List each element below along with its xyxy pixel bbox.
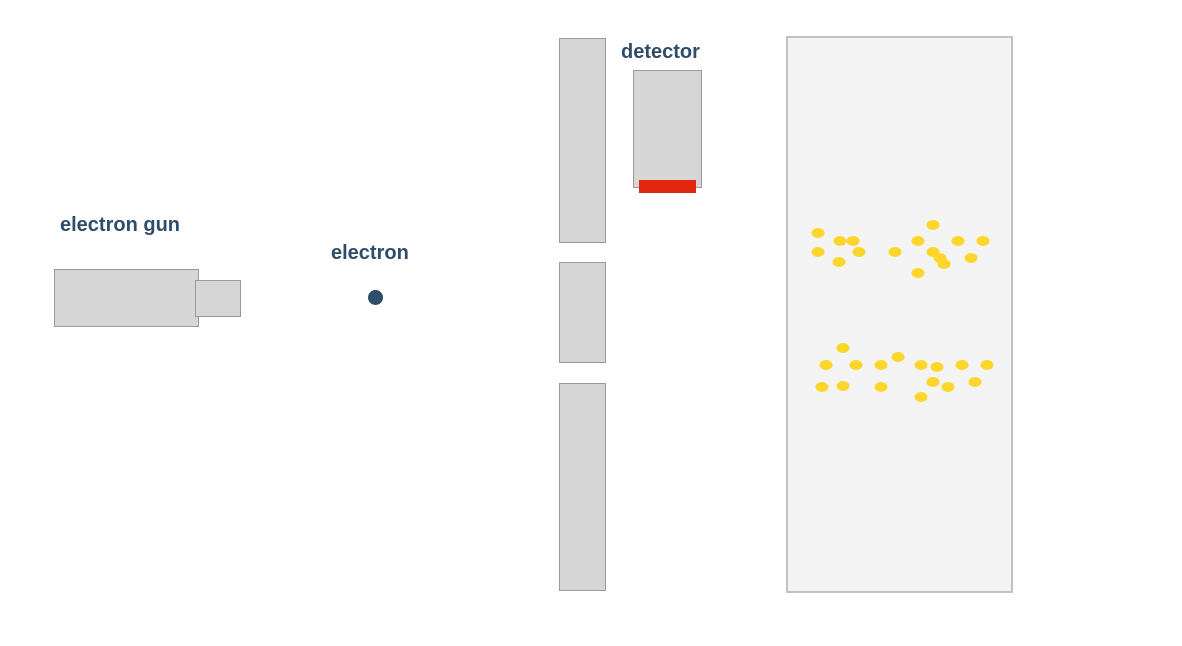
barrier-bottom-segment (559, 383, 606, 591)
detection-screen (786, 36, 1013, 593)
electron-label: electron (331, 242, 409, 264)
barrier-middle-segment (559, 262, 606, 363)
barrier-top-segment (559, 38, 606, 243)
electron-gun-body (54, 269, 199, 327)
electron-gun-label: electron gun (60, 214, 181, 236)
detector-label: detector (621, 41, 700, 63)
electron-dot (368, 290, 383, 305)
detector-housing (633, 70, 702, 188)
electron-gun-nozzle (195, 280, 241, 317)
detector-sensor (639, 180, 696, 193)
